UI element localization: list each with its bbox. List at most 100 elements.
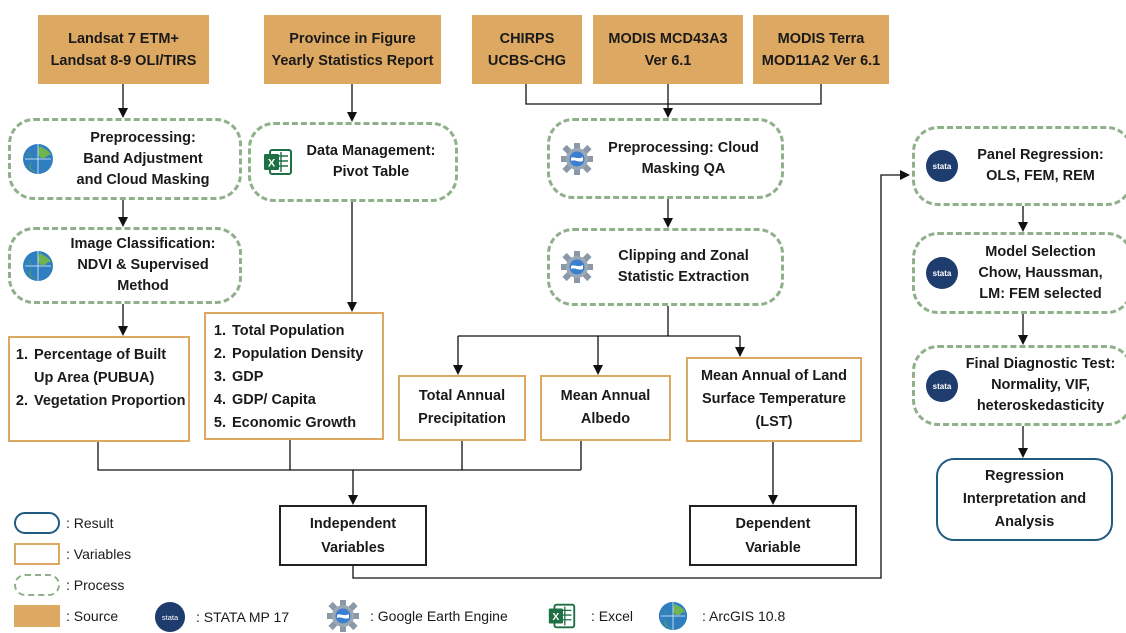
legend-variables-label: : Variables (66, 546, 132, 562)
legend-arcgis: : ArcGIS 10.8 (656, 600, 785, 632)
excel-icon-letter: X (552, 612, 559, 623)
var-population-density: Population Density (230, 343, 382, 366)
source-terra-line1: MODIS Terra (777, 30, 865, 47)
legend-process: : Process (14, 574, 124, 596)
precip-line1: Total Annual (418, 388, 506, 404)
source-landsat-line2: Landsat 8-9 OLI/TIRS (50, 52, 197, 69)
albedo-line2: Albedo (580, 411, 631, 427)
preproc-cloud-line2: Masking QA (641, 160, 726, 177)
excel-icon: X (548, 603, 576, 629)
var-gdp-capita: GDP/ Capita (230, 389, 382, 412)
variable-albedo: Mean Annual Albedo (540, 375, 671, 441)
legend-excel-label: : Excel (591, 608, 634, 624)
process-data-management: X Data Management:Pivot Table (248, 122, 458, 202)
result-line3: Analysis (994, 514, 1055, 530)
lst-line3: (LST) (755, 414, 793, 430)
source-mcd43a3-line1: MODIS MCD43A3 (608, 30, 728, 47)
source-landsat-line1: Landsat 7 ETM+ (68, 30, 179, 47)
stata-icon: stata (154, 601, 186, 633)
excel-icon-letter: X (268, 158, 276, 170)
var-gdp: GDP (230, 366, 382, 389)
final-diag-line1: Final Diagnostic Test: (965, 356, 1116, 372)
gee-gear-icon (561, 142, 593, 175)
precip-line2: Precipitation (418, 411, 506, 427)
image-class-line1: Image Classification: (70, 236, 216, 252)
result-regression-interpretation: Regression Interpretation and Analysis (936, 458, 1113, 541)
process-panel-regression: stata Panel Regression: OLS, FEM, REM (912, 126, 1126, 206)
stata-icon-label: stata (162, 613, 179, 622)
panel-reg-line1: Panel Regression: (977, 147, 1104, 163)
preproc-band-line1: Preprocessing: (90, 129, 196, 146)
clipping-line2: Statistic Extraction (617, 269, 750, 285)
source-terra: MODIS Terra MOD11A2 Ver 6.1 (753, 15, 889, 84)
arrow-to-panel-regression (352, 170, 910, 579)
variables-pubua: Percentage of Built Up Area (PUBUA) Vege… (8, 336, 190, 442)
independent-variables: Independent Variables (279, 505, 427, 566)
gee-gear-icon (327, 600, 359, 632)
preproc-cloud-line1: Preprocessing: Cloud (608, 139, 759, 156)
arcgis-globe-icon (23, 250, 53, 281)
albedo-line1: Mean Annual (560, 388, 651, 404)
arcgis-globe-icon (23, 144, 53, 174)
stata-icon: stata (926, 150, 958, 182)
model-sel-line1: Model Selection (985, 243, 1096, 260)
legend-stata: stata : STATA MP 17 (154, 601, 289, 633)
stata-icon: stata (926, 369, 958, 402)
process-final-diagnostic: stata Final Diagnostic Test: Normality, V… (912, 345, 1126, 426)
result-line2: Interpretation and (962, 491, 1087, 507)
legend-process-label: : Process (66, 577, 125, 593)
panel-reg-line2: OLS, FEM, REM (986, 168, 1095, 184)
legend-gee-label: : Google Earth Engine (370, 608, 508, 624)
legend-result-swatch (14, 512, 60, 534)
gee-gear-icon (561, 251, 593, 283)
preproc-band-line2: Band Adjustment (83, 150, 203, 167)
merge-line-independent (97, 442, 581, 471)
final-diag-line3: heteroskedasticity (976, 398, 1105, 414)
result-line1: Regression (985, 468, 1064, 484)
arcgis-globe-icon (658, 601, 688, 631)
legend-arcgis-label: : ArcGIS 10.8 (702, 608, 786, 624)
image-class-line3: Method (117, 278, 169, 294)
var-pubua-item: Percentage of Built Up Area (PUBUA) (32, 344, 188, 390)
source-landsat: Landsat 7 ETM+ Landsat 8-9 OLI/TIRS (38, 15, 209, 84)
var-vegetation-item: Vegetation Proportion (32, 390, 188, 413)
stata-icon-label: stata (933, 162, 952, 171)
variables-province: Total Population Population Density GDP … (204, 312, 384, 440)
source-province: Province in Figure Yearly Statistics Rep… (264, 15, 441, 84)
legend-excel: X : Excel (545, 600, 633, 632)
model-sel-line2: Chow, Haussman, (978, 264, 1103, 281)
var-economic-growth: Economic Growth (230, 412, 382, 435)
source-province-line1: Province in Figure (289, 30, 416, 47)
legend-result: : Result (14, 512, 113, 534)
stata-icon-label: stata (933, 269, 952, 278)
stata-icon-label: stata (933, 382, 952, 391)
source-mcd43a3-line2: Ver 6.1 (644, 52, 692, 69)
variable-lst: Mean Annual of Land Surface Temperature … (686, 357, 862, 442)
source-terra-line2: MOD11A2 Ver 6.1 (761, 52, 881, 69)
source-chirps-line2: UCBS-CHG (487, 52, 567, 69)
dependent-line2: Variable (745, 539, 801, 556)
dependent-line1: Dependent (735, 515, 811, 532)
legend-stata-label: : STATA MP 17 (196, 609, 290, 625)
independent-line1: Independent (309, 515, 397, 532)
lst-line1: Mean Annual of Land (700, 368, 848, 384)
legend-gee: : Google Earth Engine (326, 599, 508, 633)
variable-precipitation: Total Annual Precipitation (398, 375, 526, 441)
final-diag-line2: Normality, VIF, (991, 377, 1090, 393)
legend-source-label: : Source (66, 608, 119, 624)
legend-process-swatch (14, 574, 60, 596)
source-chirps: CHIRPS UCBS-CHG (472, 15, 582, 84)
lst-line2: Surface Temperature (702, 391, 846, 407)
image-class-line2: NDVI & Supervised (77, 257, 209, 273)
dependent-variable: Dependent Variable (689, 505, 857, 566)
data-mgmt-line2: Pivot Table (332, 164, 410, 180)
merge-line-sources (525, 84, 822, 105)
independent-line2: Variables (321, 539, 385, 556)
stata-icon: stata (926, 257, 958, 289)
